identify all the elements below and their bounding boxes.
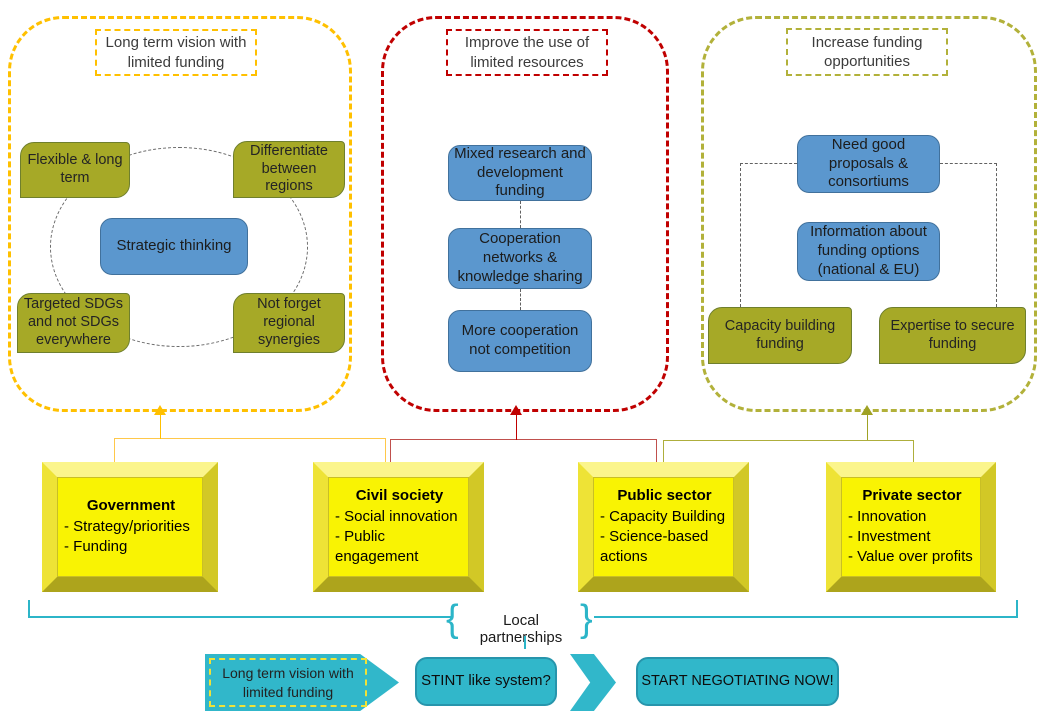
connector-olive-horizontal xyxy=(663,440,913,441)
actor-box-government: Government - Strategy/priorities - Fundi… xyxy=(42,462,218,592)
local-partnerships-label: Local partnerships xyxy=(479,612,563,646)
connector-red-drop-left xyxy=(390,439,391,462)
actor-item: - Investment xyxy=(848,528,931,546)
connector-amber-drop-right xyxy=(385,438,386,462)
funding-cluster-title: Increase funding opportunities xyxy=(786,28,948,76)
actor-panel: Public sector - Capacity Building - Scie… xyxy=(593,477,734,577)
connector-red-horizontal xyxy=(390,439,656,440)
connector-line xyxy=(740,163,797,164)
connector-line xyxy=(520,201,521,228)
resources-box-cooperation-networks: Cooperation networks & knowledge sharing xyxy=(448,228,592,289)
vision-box-regional-synergies: Not forget regional synergies xyxy=(233,293,345,353)
actor-title: Civil society xyxy=(355,487,444,505)
connector-line xyxy=(940,163,997,164)
actor-box-private-sector: Private sector - Innovation - Investment… xyxy=(826,462,996,592)
actor-item: - Funding xyxy=(64,538,128,555)
vision-box-targeted-sdgs: Targeted SDGs and not SDGs everywhere xyxy=(17,293,130,353)
connector-red-arrow-stem xyxy=(516,414,517,440)
up-arrow-icon xyxy=(510,405,522,415)
connector-olive-drop-right xyxy=(913,440,914,462)
next-step-vision: Long term vision with limited funding xyxy=(209,658,367,707)
bracket-tick xyxy=(524,636,526,649)
vision-box-flexible: Flexible & long term xyxy=(20,142,130,198)
close-brace-icon: } xyxy=(580,598,593,640)
resources-box-mixed-funding: Mixed research and development funding xyxy=(448,145,592,201)
actor-title: Public sector xyxy=(617,487,712,505)
actor-panel: Government - Strategy/priorities - Fundi… xyxy=(57,477,203,577)
bracket-left-segment xyxy=(28,616,452,618)
connector-olive-arrow-stem xyxy=(867,414,868,440)
vision-cluster-container xyxy=(8,16,352,412)
vision-box-strategic-thinking: Strategic thinking xyxy=(100,218,248,275)
actor-item: - Innovation xyxy=(848,508,927,526)
up-arrow-icon xyxy=(861,405,873,415)
funding-box-capacity-building: Capacity building funding xyxy=(708,307,852,364)
actor-panel: Civil society - Social innovation - Publ… xyxy=(328,477,469,577)
funding-box-expertise: Expertise to secure funding xyxy=(879,307,1026,364)
actor-item: - Social innovation xyxy=(335,508,458,526)
actor-title: Government xyxy=(86,497,176,515)
resources-cluster-title: Improve the use of limited resources xyxy=(446,29,608,76)
next-step-stint: STINT like system? xyxy=(415,657,557,706)
chevron-right-icon xyxy=(570,654,616,711)
funding-box-proposals: Need good proposals & consortiums xyxy=(797,135,940,193)
actor-title: Private sector xyxy=(862,487,962,505)
vision-cycle-ellipse xyxy=(50,147,308,347)
actor-item: - Strategy/priorities xyxy=(64,518,190,536)
connector-line xyxy=(740,163,741,307)
resources-box-more-cooperation: More cooperation not competition xyxy=(448,310,592,372)
connector-amber-arrow-stem xyxy=(160,414,161,439)
connector-amber-horizontal xyxy=(114,438,385,439)
bracket-right-segment xyxy=(594,616,1018,618)
actor-item: - Science-based actions xyxy=(600,528,709,565)
open-brace-icon: { xyxy=(446,598,459,640)
connector-red-drop-right xyxy=(656,439,657,462)
vision-cluster-title: Long term vision with limited funding xyxy=(95,29,257,76)
actor-panel: Private sector - Innovation - Investment… xyxy=(841,477,981,577)
connector-olive-drop-left xyxy=(663,440,664,462)
next-step-negotiate: START NEGOTIATING NOW! xyxy=(636,657,839,706)
actor-item: - Capacity Building xyxy=(600,508,726,526)
connector-line xyxy=(996,163,997,307)
vision-box-differentiate: Differentiate between regions xyxy=(233,141,345,198)
actor-item: - Public engagement xyxy=(335,528,419,565)
up-arrow-icon xyxy=(154,405,166,415)
connector-amber-drop-left xyxy=(114,438,115,462)
actor-box-civil-society: Civil society - Social innovation - Publ… xyxy=(313,462,484,592)
bracket-left-end xyxy=(28,600,30,617)
funding-box-information: Information about funding options (natio… xyxy=(797,222,940,281)
bracket-right-end xyxy=(1016,600,1018,617)
actor-box-public-sector: Public sector - Capacity Building - Scie… xyxy=(578,462,749,592)
resources-cluster-container xyxy=(381,16,669,412)
connector-line xyxy=(520,289,521,310)
actor-item: - Value over profits xyxy=(848,547,973,565)
